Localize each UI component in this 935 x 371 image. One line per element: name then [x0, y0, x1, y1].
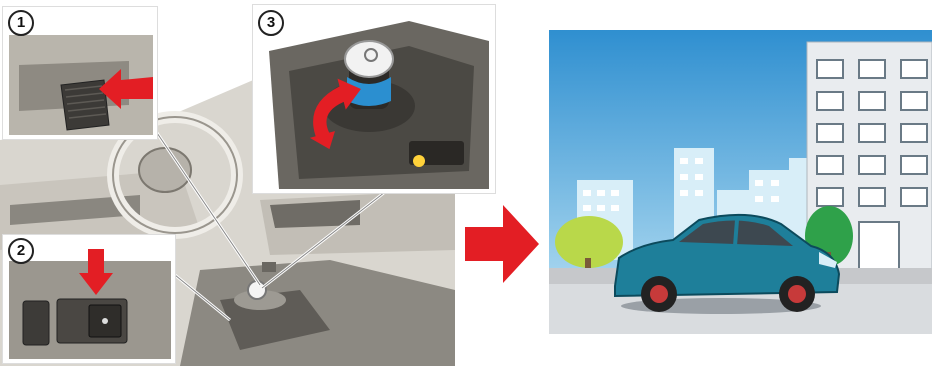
right-arrow-icon	[465, 205, 539, 283]
curved-arrow-icon	[301, 75, 381, 155]
step1-number: 1	[8, 10, 34, 36]
city-street-drawing	[549, 30, 932, 334]
step3-panel	[252, 4, 496, 194]
interior-illustration: 1 2 3	[0, 0, 455, 366]
step2-number: 2	[8, 238, 34, 264]
down-arrow-icon	[79, 249, 113, 295]
step3-number: 3	[258, 10, 284, 36]
left-arrow-icon	[99, 65, 155, 109]
driving-scene	[549, 30, 932, 334]
